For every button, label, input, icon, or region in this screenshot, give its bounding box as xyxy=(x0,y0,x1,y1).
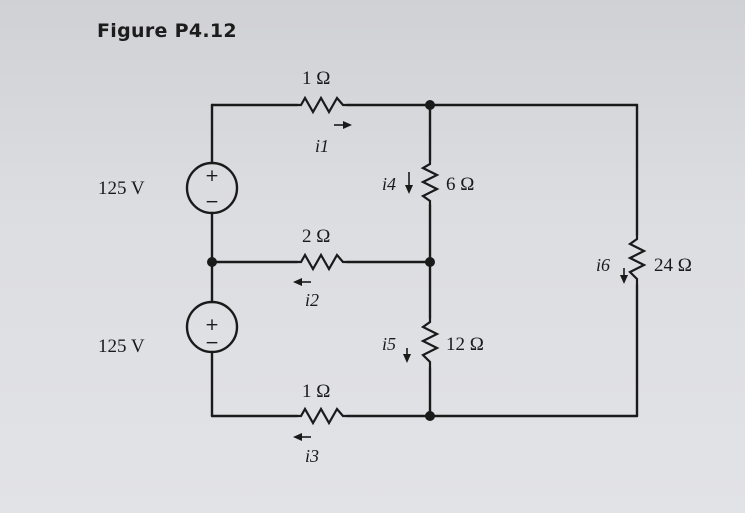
resistor-middle xyxy=(297,252,347,272)
current-i5-arrow xyxy=(403,348,411,363)
source-1-minus: − xyxy=(205,192,219,212)
resistor-12-label: 12 Ω xyxy=(446,334,484,355)
current-i4-arrow xyxy=(405,172,413,194)
resistor-top xyxy=(297,95,347,115)
source-1-plus: + xyxy=(205,166,219,186)
node-middle-left xyxy=(207,257,217,267)
voltage-source-2: + − xyxy=(185,300,239,354)
circuit-wires xyxy=(210,103,639,418)
current-i1-label: i1 xyxy=(315,136,329,156)
current-i1-arrow xyxy=(334,121,352,129)
current-i2-arrow xyxy=(293,278,311,286)
node-middle-right xyxy=(425,257,435,267)
source-2-label: 125 V xyxy=(98,336,145,357)
resistor-24-label: 24 Ω xyxy=(654,255,692,276)
current-i6-label: i6 xyxy=(596,255,610,275)
current-i6-arrow xyxy=(620,268,628,284)
node-bottom xyxy=(425,411,435,421)
source-2-plus: + xyxy=(205,315,219,335)
source-2-minus: − xyxy=(205,333,219,353)
current-i5-label: i5 xyxy=(382,334,396,354)
current-i2-label: i2 xyxy=(305,290,319,310)
node-top xyxy=(425,100,435,110)
current-i4-label: i4 xyxy=(382,174,396,194)
source-1-label: 125 V xyxy=(98,178,145,199)
current-i3-label: i3 xyxy=(305,446,319,466)
resistor-6-label: 6 Ω xyxy=(446,174,474,195)
resistor-12 xyxy=(420,318,440,368)
voltage-source-1: + − xyxy=(185,161,239,215)
figure-title: Figure P4.12 xyxy=(97,20,237,42)
resistor-middle-label: 2 Ω xyxy=(302,226,330,247)
resistor-bottom-label: 1 Ω xyxy=(302,381,330,402)
resistor-top-label: 1 Ω xyxy=(302,68,330,89)
resistor-bottom xyxy=(297,406,347,426)
resistor-6 xyxy=(420,160,440,205)
resistor-24 xyxy=(627,235,647,285)
current-i3-arrow xyxy=(293,433,311,441)
